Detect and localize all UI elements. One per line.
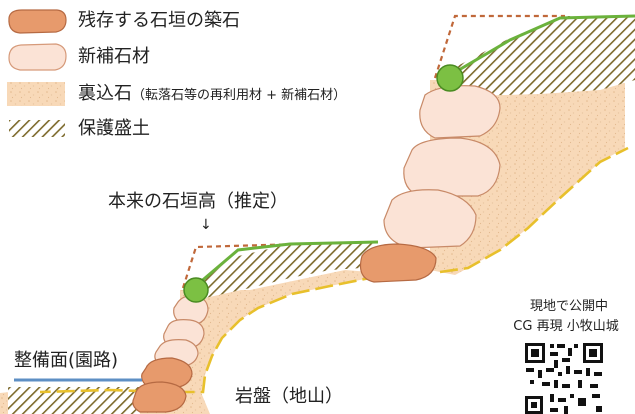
embankment-upper [440,16,635,98]
upper-wall-stones [383,85,501,249]
legend-swatch-backfill [7,82,65,106]
original-top-marker-lower [183,277,209,303]
legend-label-embankment: 保護盛土 [78,118,150,139]
legend-swatch-new-stone [8,43,67,71]
lower-wall-stones [132,295,209,413]
legend-note-backfill: （転落石等の再利用材 + 新補石材） [132,88,347,103]
new-stone [419,85,501,139]
new-stone [403,137,501,197]
legend-label-backfill: 裏込石 [78,83,132,104]
legend-label-new-stone: 新補石材 [78,46,150,67]
legend [7,9,67,137]
legend-item-backfill: 裏込石（転落石等の再利用材 + 新補石材） [78,85,346,103]
embankment-middle [200,242,378,298]
original-height-outline-lower [181,242,301,289]
original-height-arrow: ↓ [200,217,212,233]
legend-swatch-embankment [9,120,65,137]
qr-caption-line1: 現地で公開中 [529,299,608,314]
qr-caption-line2: CG 再現 小牧山城 [513,319,619,334]
backfill-lower [180,270,380,392]
original-stone [132,381,187,413]
original-stone [359,243,437,283]
bedrock-label: 岩盤（地山） [235,386,343,407]
bedrock-boundary-upper [439,146,629,274]
embankment-bottom [8,387,140,414]
legend-label-original-stone: 残存する石垣の築石 [78,10,240,31]
qr-code [522,340,606,414]
original-stone [141,357,193,389]
grass-middle [197,240,379,286]
legend-swatch-original-stone [8,9,67,34]
original-top-marker-upper [436,64,464,92]
new-stone [383,189,477,249]
maintained-surface-label: 整備面(園路) [14,350,119,371]
original-height-label: 本来の石垣高（推定） [108,191,288,212]
grass-upper [451,14,635,76]
original-height-outline-upper [433,14,565,79]
